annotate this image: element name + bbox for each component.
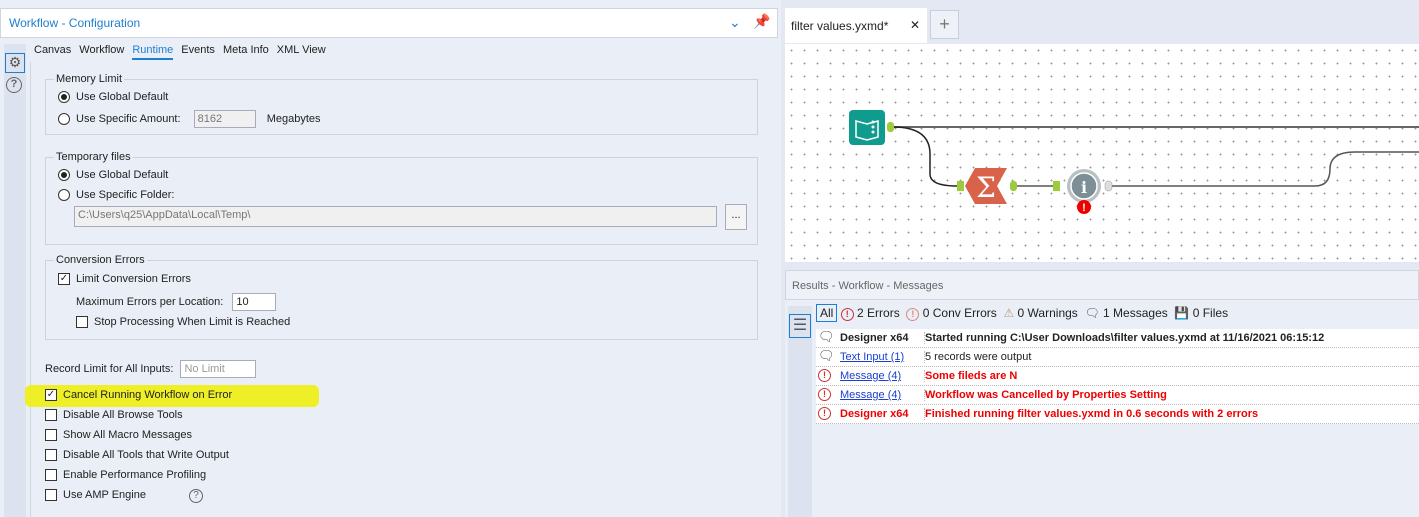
- filter-errors[interactable]: ! 2 Errors: [840, 306, 900, 321]
- filter-messages[interactable]: 🗨 1 Messages: [1084, 306, 1168, 320]
- message-row[interactable]: ! Designer x64 Finished running filter val…: [816, 405, 1419, 424]
- config-title: Workflow - Configuration: [9, 16, 141, 30]
- svg-text:Σ: Σ: [976, 171, 996, 204]
- connection-line: [1112, 151, 1419, 187]
- temp-specific-radio[interactable]: Use Specific Folder:: [58, 189, 174, 202]
- error-icon: !: [818, 407, 831, 420]
- highlight-mark: [25, 385, 319, 407]
- memory-global-radio[interactable]: Use Global Default: [58, 91, 168, 104]
- disable-write-output-checkbox[interactable]: Disable All Tools that Write Output: [45, 449, 229, 462]
- config-tabs: Canvas Workflow Runtime Events Meta Info XML …: [34, 44, 334, 60]
- tab-events[interactable]: Events: [181, 44, 215, 56]
- filter-all[interactable]: All: [816, 304, 838, 322]
- stop-processing-checkbox[interactable]: Stop Processing When Limit is Reached: [76, 316, 290, 329]
- input-anchor: [957, 181, 964, 191]
- message-row[interactable]: 🗨 Designer x64 Started running C:\User Dow…: [816, 329, 1419, 348]
- error-badge-icon: !: [1077, 200, 1091, 214]
- input-anchor: [1053, 181, 1060, 191]
- close-icon[interactable]: ✕: [910, 18, 921, 32]
- message-source[interactable]: Message (4): [840, 370, 902, 382]
- memory-amount-input[interactable]: 8162: [193, 110, 256, 128]
- tab-xml-view[interactable]: XML View: [276, 44, 326, 56]
- workflow-canvas[interactable]: Σ i !: [785, 44, 1419, 262]
- temp-global-radio[interactable]: Use Global Default: [58, 169, 168, 182]
- show-macro-messages-checkbox[interactable]: Show All Macro Messages: [45, 429, 192, 442]
- disable-browse-checkbox[interactable]: Disable All Browse Tools: [45, 409, 183, 422]
- message-source[interactable]: Text Input (1): [840, 351, 905, 363]
- output-anchor: [887, 122, 894, 132]
- temp-legend: Temporary files: [54, 151, 133, 163]
- message-icon: 🗨: [1084, 306, 1100, 320]
- svg-text:!: !: [1082, 202, 1086, 214]
- pin-icon[interactable]: 📌: [753, 13, 771, 29]
- conversion-errors-group: Conversion Errors ✓Limit Conversion Erro…: [45, 254, 758, 340]
- filter-files[interactable]: 💾 0 Files: [1174, 306, 1229, 320]
- conv-legend: Conversion Errors: [54, 254, 147, 266]
- filter-warnings[interactable]: ⚠ 0 Warnings: [1003, 306, 1078, 320]
- message-icon: 🗨: [818, 348, 835, 363]
- memory-limit-group: Memory Limit Use Global Default Use Spec…: [45, 73, 758, 135]
- gear-icon[interactable]: ⚙: [5, 53, 25, 73]
- configuration-panel: Workflow - Configuration ⌄ 📌 ⚙ ? Canvas W…: [0, 8, 778, 517]
- doc-tab-label: filter values.yxmd*: [791, 19, 889, 33]
- chevron-down-icon[interactable]: ⌄: [729, 14, 741, 30]
- filter-conv-errors[interactable]: ! 0 Conv Errors: [906, 306, 997, 321]
- message-text: 5 records were output: [924, 351, 1032, 363]
- config-sidebar: ⚙ ?: [4, 44, 26, 517]
- message-text: Finished running filter values.yxmd in 0…: [924, 408, 1259, 420]
- memory-legend: Memory Limit: [54, 73, 125, 85]
- message-text: Workflow was Cancelled by Properties Set…: [924, 389, 1167, 401]
- add-tab-button[interactable]: +: [930, 10, 959, 39]
- results-panel: Results - Workflow - Messages ☰ All ! 2 …: [785, 270, 1419, 517]
- message-filters: All ! 2 Errors ! 0 Conv Errors ⚠ 0 Warni…: [816, 304, 1229, 322]
- config-header: Workflow - Configuration ⌄ 📌: [0, 8, 778, 38]
- connection-line: [892, 126, 962, 187]
- limit-conversion-checkbox[interactable]: ✓Limit Conversion Errors: [58, 273, 191, 286]
- record-limit-input[interactable]: No Limit: [180, 360, 257, 378]
- message-tool-icon[interactable]: i: [1067, 169, 1101, 203]
- tab-runtime[interactable]: Runtime: [132, 44, 174, 60]
- text-input-tool-icon[interactable]: [849, 110, 885, 145]
- message-row[interactable]: 🗨 Text Input (1) 5 records were output: [816, 348, 1419, 367]
- summarize-tool-icon[interactable]: Σ: [965, 168, 1007, 204]
- save-icon: 💾: [1174, 306, 1190, 320]
- tab-canvas[interactable]: Canvas: [34, 44, 72, 56]
- record-limit-label: Record Limit for All Inputs:: [45, 362, 174, 375]
- help-icon[interactable]: ?: [189, 489, 204, 503]
- message-text: Some fileds are N: [924, 370, 1018, 382]
- results-sidebar: ☰: [788, 306, 812, 517]
- cancel-on-error-checkbox[interactable]: ✓Cancel Running Workflow on Error: [45, 389, 233, 402]
- output-anchor: [1104, 180, 1113, 192]
- doc-tab[interactable]: filter values.yxmd* ✕: [785, 8, 927, 43]
- tab-workflow[interactable]: Workflow: [79, 44, 125, 56]
- list-view-icon[interactable]: ☰: [789, 314, 811, 338]
- message-source: Designer x64: [840, 332, 909, 344]
- max-errors-label: Maximum Errors per Location:: [76, 295, 224, 308]
- message-source[interactable]: Message (4): [840, 389, 902, 401]
- message-row[interactable]: ! Message (4) Some fileds are N: [816, 367, 1419, 386]
- error-icon: !: [818, 369, 831, 382]
- help-icon[interactable]: ?: [6, 77, 22, 93]
- max-errors-input[interactable]: 10: [232, 293, 277, 311]
- memory-unit: Megabytes: [266, 112, 321, 125]
- amp-engine-checkbox[interactable]: Use AMP Engine ?: [45, 489, 204, 503]
- message-icon: 🗨: [818, 329, 835, 344]
- results-title: Results - Workflow - Messages: [792, 280, 944, 292]
- temp-folder-input[interactable]: C:\Users\q25\AppData\Local\Temp\: [74, 206, 717, 227]
- error-icon: !: [818, 388, 831, 401]
- warning-icon: ⚠: [1003, 306, 1015, 320]
- performance-profiling-checkbox[interactable]: Enable Performance Profiling: [45, 469, 206, 482]
- svg-text:i: i: [1081, 178, 1087, 197]
- message-row[interactable]: ! Message (4) Workflow was Cancelled by Pr…: [816, 386, 1419, 405]
- output-anchor: [1010, 181, 1017, 191]
- memory-specific-radio[interactable]: Use Specific Amount: 8162 Megabytes: [58, 110, 321, 128]
- message-source: Designer x64: [840, 408, 909, 420]
- tab-meta-info[interactable]: Meta Info: [222, 44, 269, 56]
- runtime-content: Memory Limit Use Global Default Use Spec…: [25, 62, 778, 517]
- temp-files-group: Temporary files Use Global Default Use S…: [45, 151, 758, 245]
- message-text: Started running C:\User Downloads\filter…: [924, 332, 1325, 344]
- browse-button[interactable]: ...: [725, 204, 747, 230]
